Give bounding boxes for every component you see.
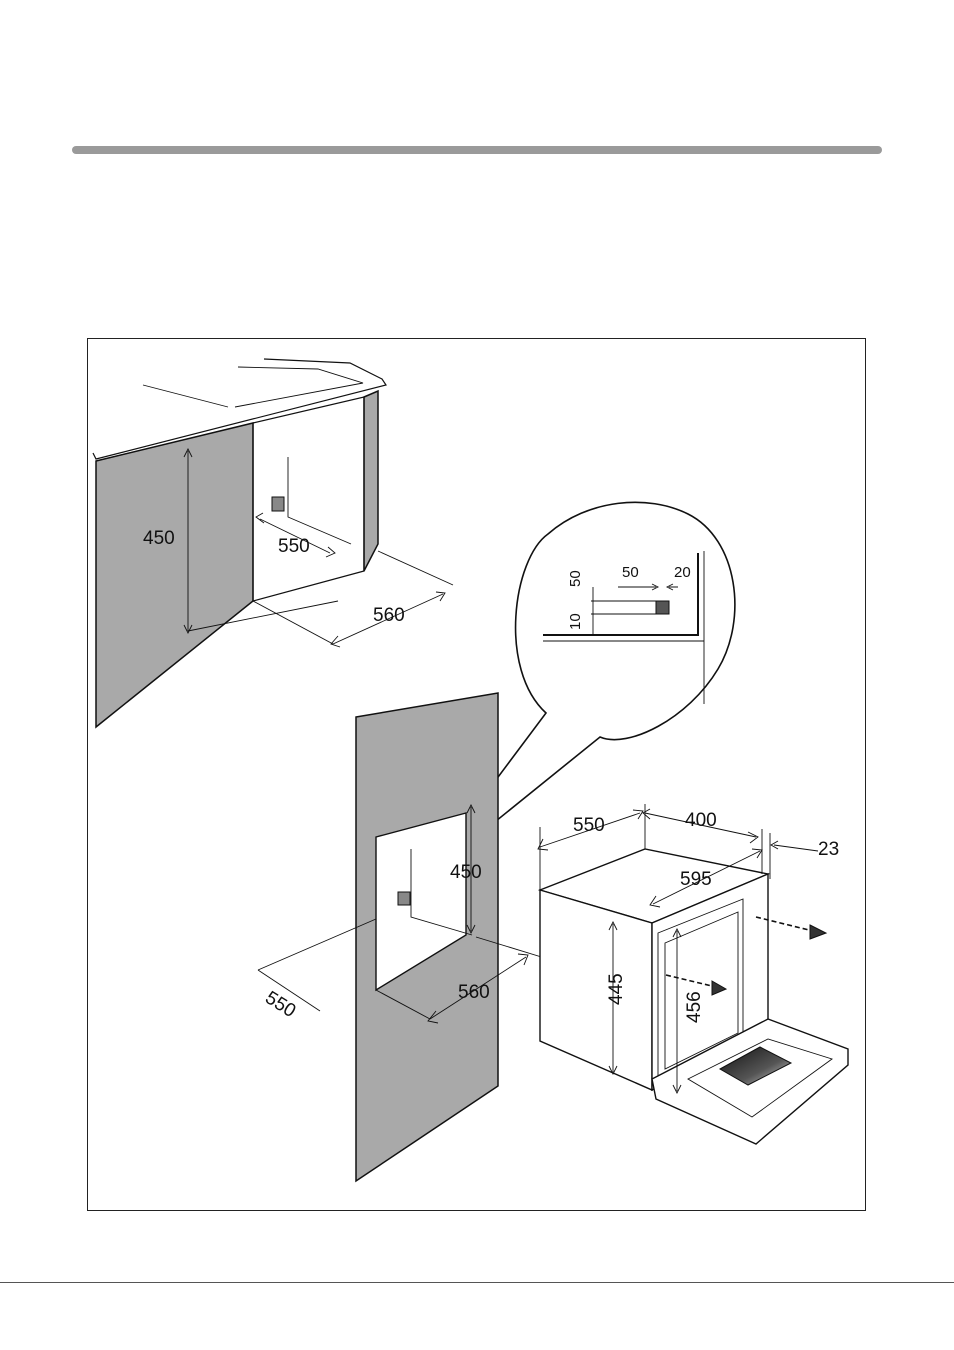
oven-width-label: 595: [680, 869, 712, 890]
top-depth-label: 550: [278, 536, 310, 557]
column-depth-label: 550: [261, 987, 299, 1022]
inner-corner: [288, 457, 351, 544]
oven-offset-label: 23: [818, 839, 839, 860]
detail-vertical-top-label: 50: [567, 570, 584, 587]
worktop-edge: [143, 367, 363, 407]
footer-rule: [0, 1282, 954, 1283]
cabinet-opening: [253, 397, 364, 601]
oven-height-label: 445: [606, 973, 627, 1005]
screw-top: [810, 925, 826, 939]
detail-horizontal-right-label: 20: [674, 564, 691, 581]
detail-vertical-bottom-label: 10: [567, 613, 584, 630]
column-socket: [398, 892, 410, 905]
socket-box: [272, 497, 284, 511]
oven-unit: [538, 804, 848, 1144]
diagram-svg: 450 550 560 50 10 50 20: [88, 339, 867, 1212]
header-rule: [72, 146, 882, 154]
cabinet-side-panel: [96, 423, 253, 727]
oven-offset-line: [774, 845, 818, 851]
top-width-label: 560: [373, 605, 405, 626]
oven-front-height-label: 456: [684, 991, 705, 1023]
top-height-label: 450: [143, 528, 175, 549]
detail-horizontal-left-label: 50: [622, 564, 639, 581]
installation-diagram: 450 550 560 50 10 50 20: [87, 338, 866, 1211]
column-height-label: 450: [450, 862, 482, 883]
oven-top-width-label: 400: [685, 810, 717, 831]
detail-socket: [656, 601, 669, 614]
column-installation: [258, 693, 548, 1181]
column-width-label: 560: [458, 982, 490, 1003]
oven-depth-label: 550: [573, 815, 605, 836]
cabinet-right-panel: [364, 391, 378, 571]
oven-side: [540, 890, 652, 1090]
